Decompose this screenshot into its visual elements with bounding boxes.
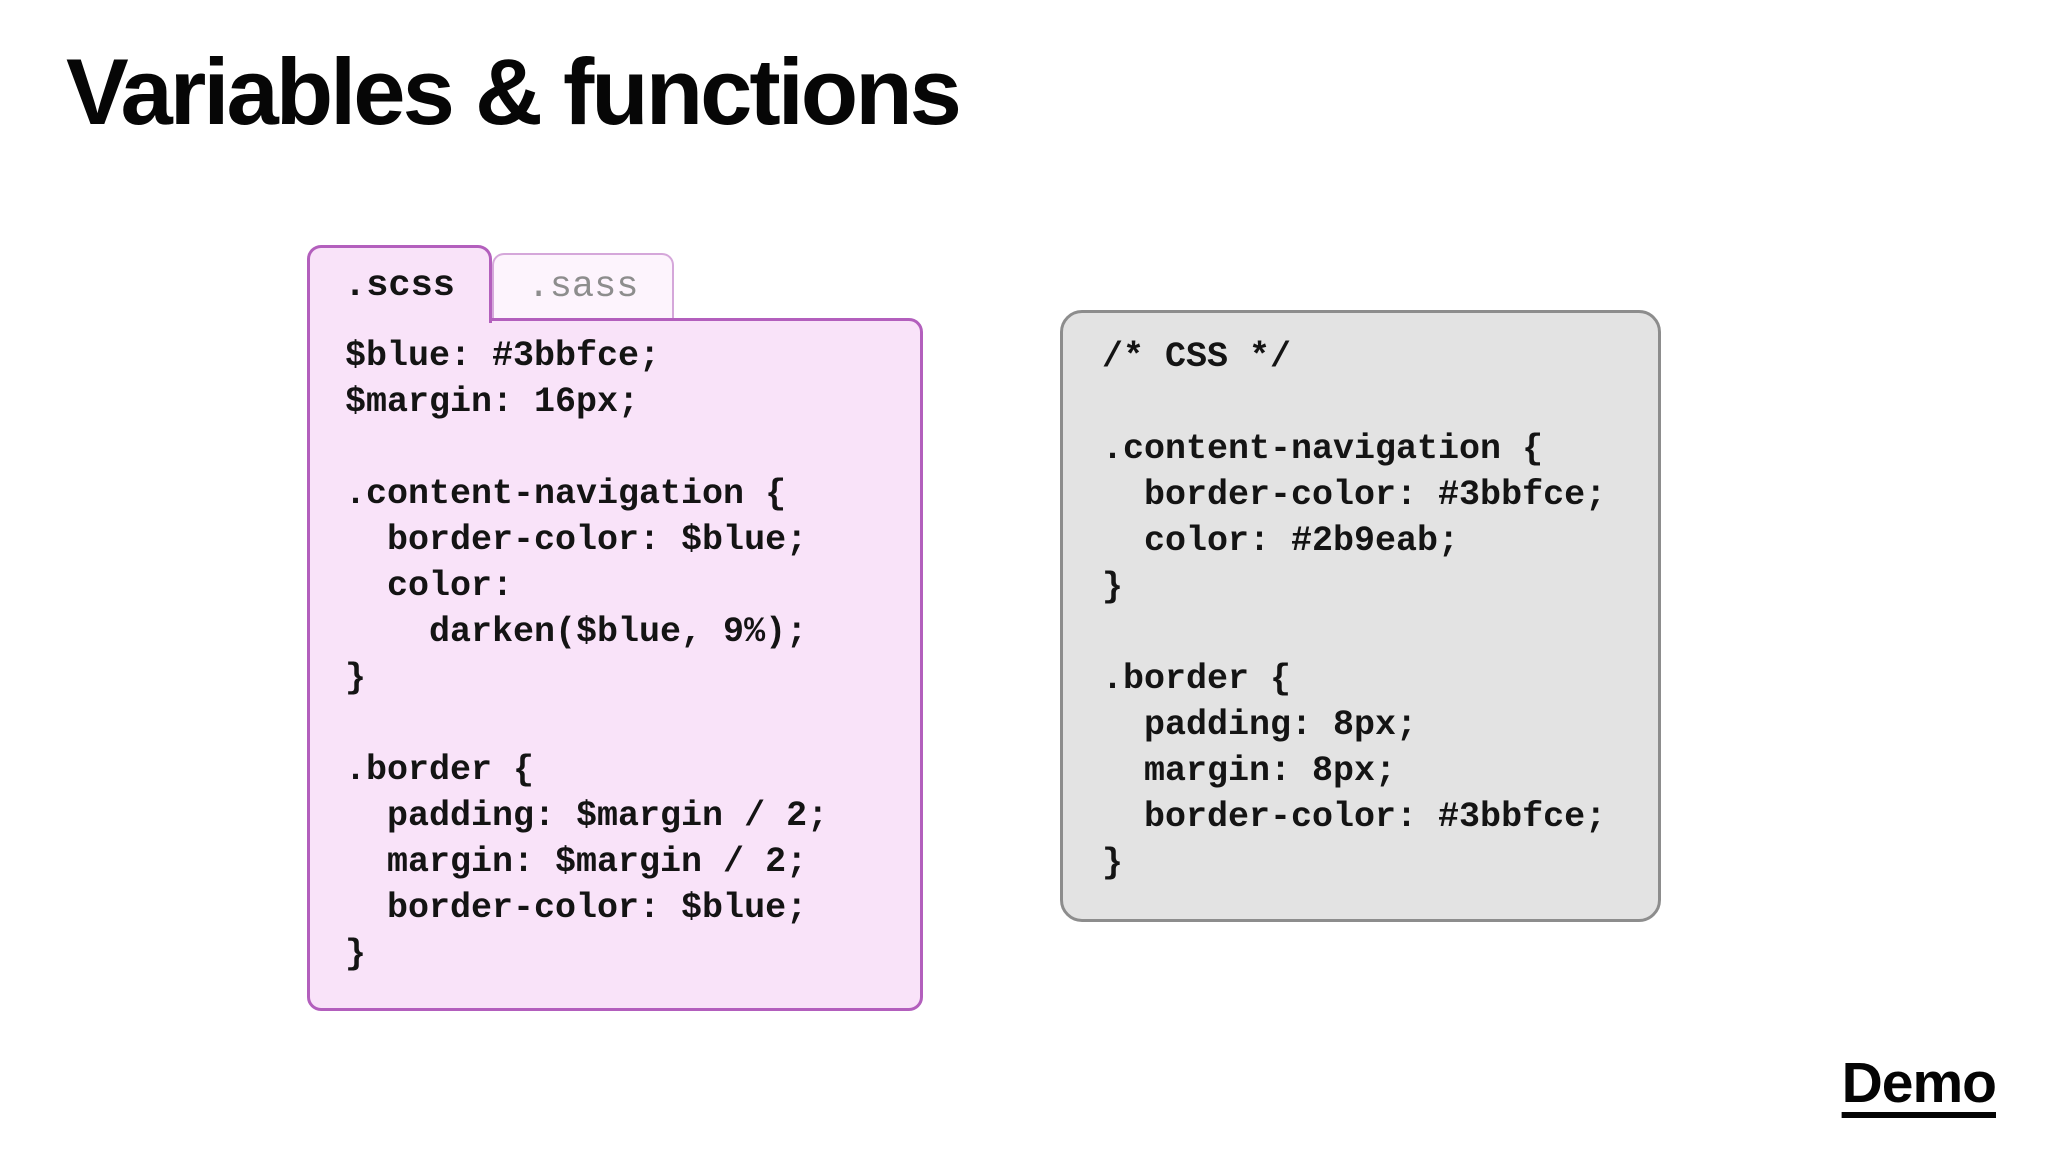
tab-sass[interactable]: .sass bbox=[492, 253, 674, 318]
code-line: margin: $margin / 2; bbox=[345, 842, 808, 882]
code-line: } bbox=[1102, 843, 1124, 883]
page-title: Variables & functions bbox=[66, 39, 962, 144]
code-line: margin: 8px; bbox=[1102, 751, 1397, 791]
code-line: color: bbox=[345, 566, 514, 606]
scss-code-block: $blue: #3bbfce; $margin: 16px; .content-na… bbox=[307, 318, 923, 1011]
tab-scss[interactable]: .scss bbox=[307, 245, 492, 323]
css-code-panel: /* CSS */ .content-navigation { border-co… bbox=[1060, 310, 1661, 922]
code-line: } bbox=[1102, 567, 1124, 607]
code-line bbox=[1102, 610, 1658, 656]
code-line: padding: $margin / 2; bbox=[345, 796, 829, 836]
code-line bbox=[345, 425, 920, 471]
code-line: $margin: 16px; bbox=[345, 382, 640, 422]
scss-code-panel: .scss .sass $blue: #3bbfce; $margin: 16px… bbox=[307, 245, 923, 1011]
code-line: } bbox=[345, 658, 367, 698]
code-line: border-color: $blue; bbox=[345, 520, 808, 560]
code-line: color: #2b9eab; bbox=[1102, 521, 1460, 561]
code-line: border-color: #3bbfce; bbox=[1102, 797, 1607, 837]
code-line: padding: 8px; bbox=[1102, 705, 1418, 745]
code-line: $blue: #3bbfce; bbox=[345, 336, 661, 376]
demo-link[interactable]: Demo bbox=[1841, 1051, 1997, 1115]
tab-sass-label: .sass bbox=[527, 265, 639, 308]
code-line bbox=[345, 701, 920, 747]
code-line: } bbox=[345, 934, 367, 974]
code-line: .content-navigation { bbox=[1102, 429, 1544, 469]
code-line: .border { bbox=[345, 750, 535, 790]
code-line: border-color: #3bbfce; bbox=[1102, 475, 1607, 515]
code-line: /* CSS */ bbox=[1102, 337, 1292, 377]
code-line: .content-navigation { bbox=[345, 474, 787, 514]
code-line bbox=[1102, 380, 1658, 426]
tab-scss-label: .scss bbox=[343, 264, 456, 307]
code-line: darken($blue, 9%); bbox=[345, 612, 808, 652]
code-line: .border { bbox=[1102, 659, 1292, 699]
code-line: border-color: $blue; bbox=[345, 888, 808, 928]
